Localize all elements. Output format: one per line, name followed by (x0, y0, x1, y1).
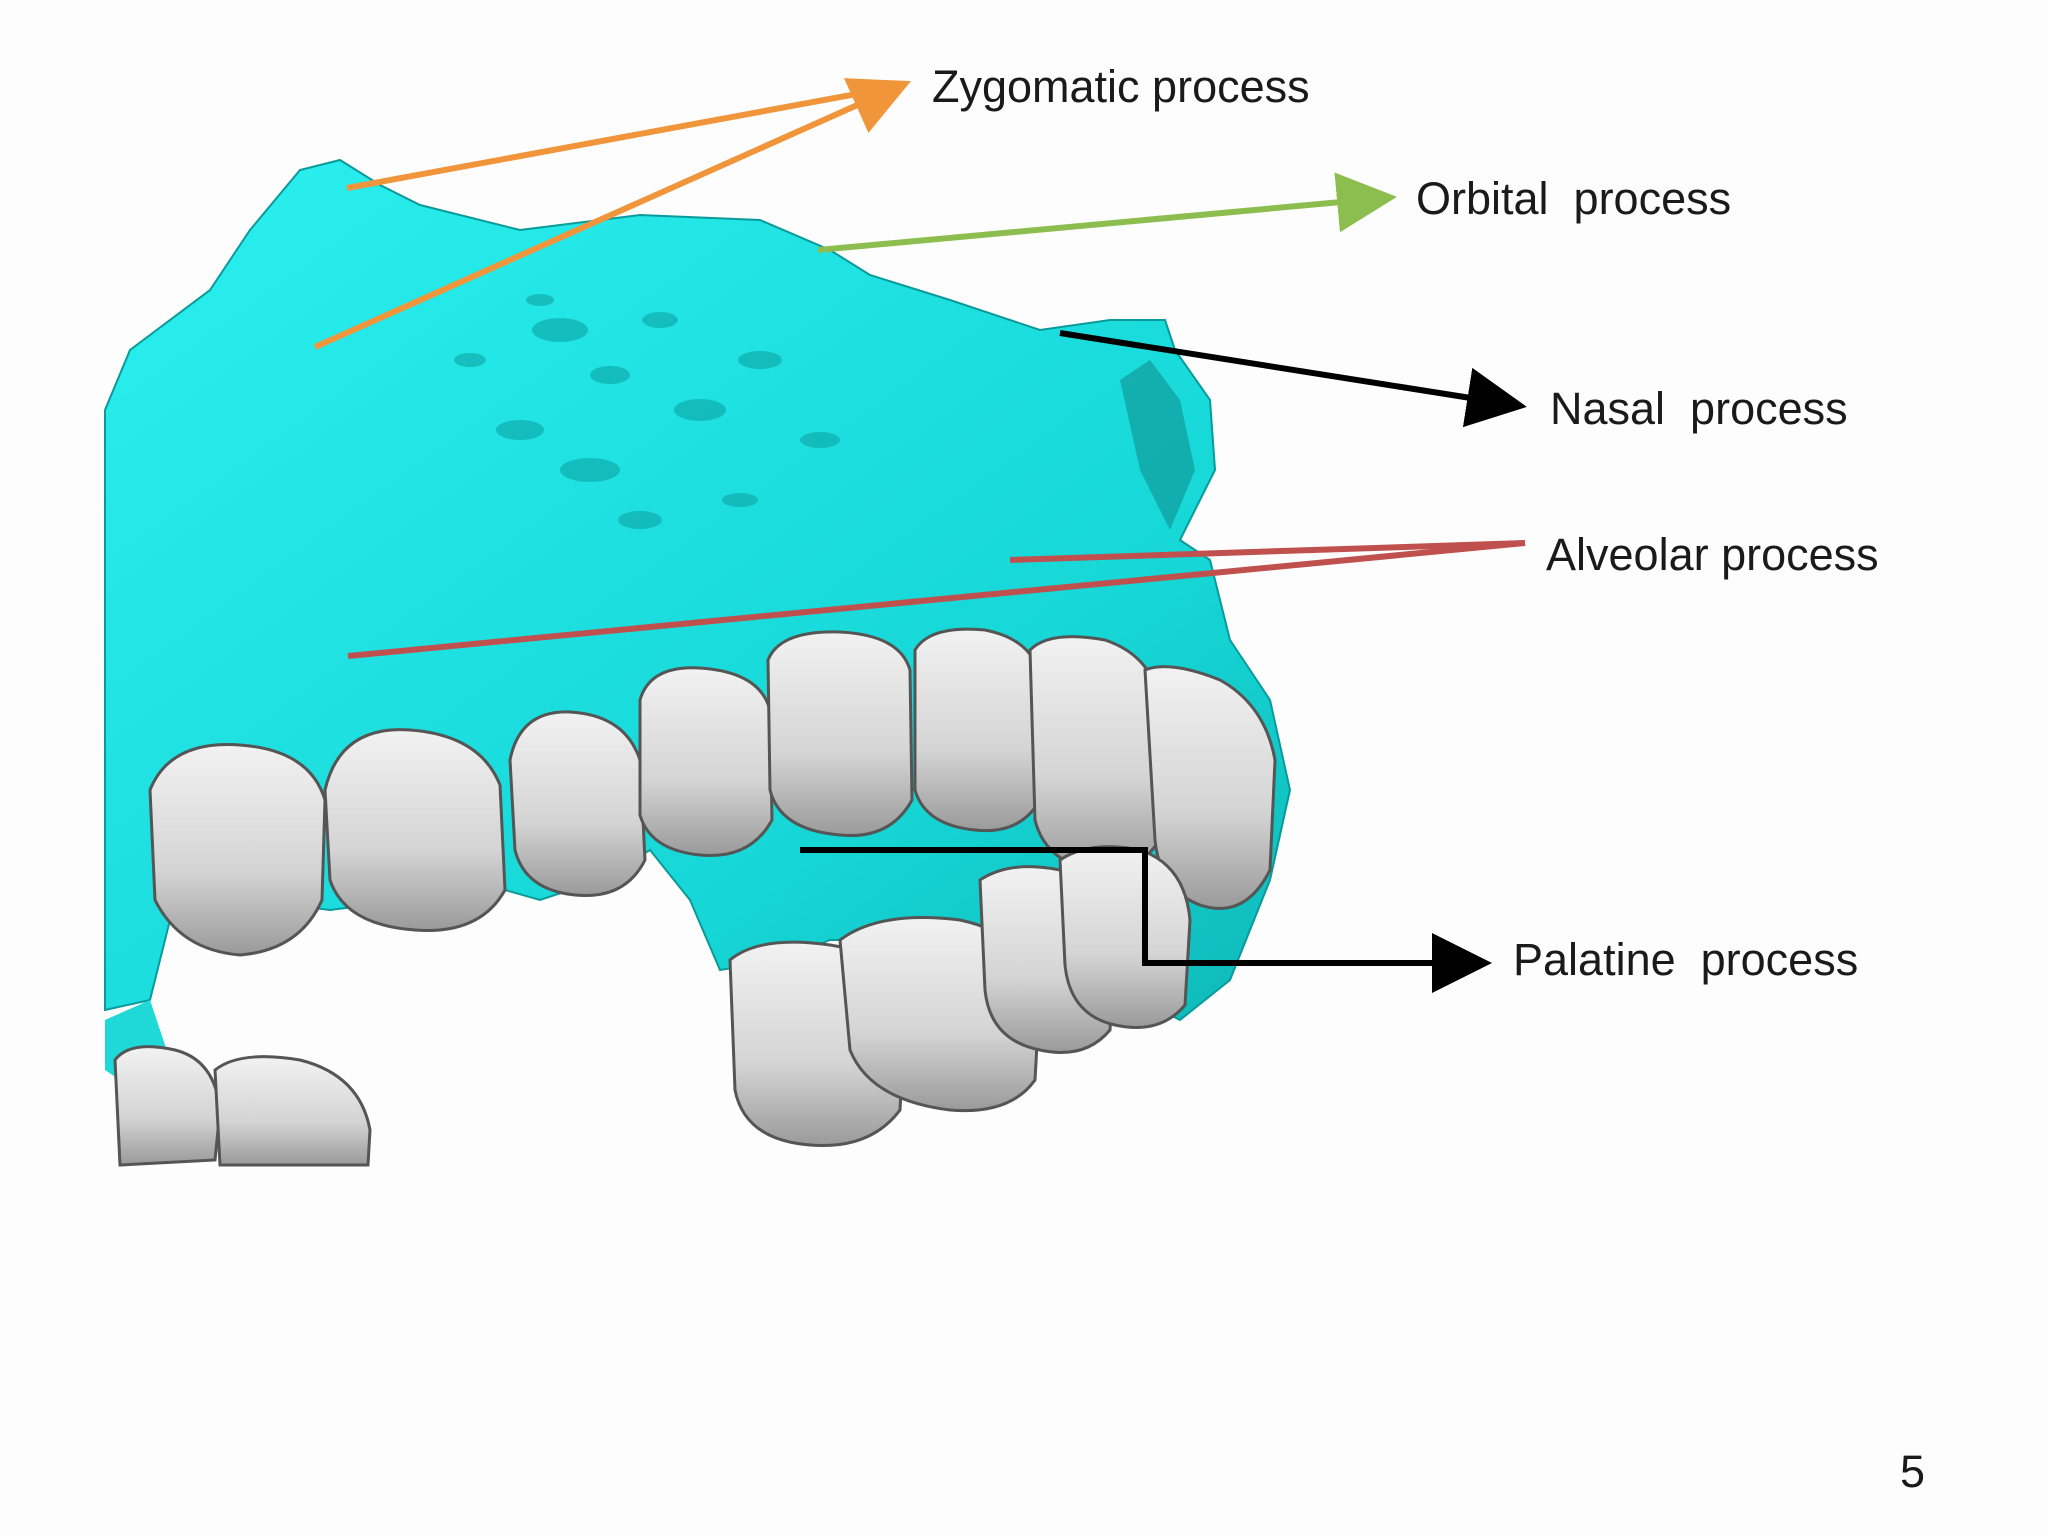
figure-left-edge (0, 380, 104, 1180)
upper-premolar-1 (508, 710, 647, 898)
upper-premolar-2 (638, 666, 774, 858)
lower-molar-left-1 (113, 1045, 222, 1167)
lower-molar-left-2 (213, 1055, 372, 1167)
nasal-aperture (1120, 360, 1195, 530)
upper-molar-2 (323, 728, 507, 932)
upper-canine (766, 630, 914, 838)
zygomatic-pointer (313, 78, 911, 350)
upper-molar-1 (148, 743, 327, 957)
page-number: 5 (1900, 1446, 1926, 1497)
lower-tooth-mid-3 (1058, 845, 1192, 1029)
upper-teeth (148, 627, 1277, 957)
lower-teeth (113, 845, 1192, 1167)
nasal-pointer (1059, 330, 1527, 428)
label-orbital-process: Orbital process (1416, 173, 1732, 224)
figure-bottom-edge (100, 1168, 1300, 1208)
orbital-pointer (817, 172, 1397, 253)
label-palatine-process: Palatine process (1513, 934, 1859, 985)
label-alveolar-process: Alveolar process (1546, 529, 1879, 580)
bone-texture (454, 294, 840, 529)
label-zygomatic-process: Zygomatic process (932, 61, 1310, 112)
palatine-pointer (800, 847, 1492, 993)
upper-incisor-lateral (913, 627, 1042, 833)
label-nasal-process: Nasal process (1550, 383, 1848, 434)
alveolar-pointer (347, 540, 1526, 659)
